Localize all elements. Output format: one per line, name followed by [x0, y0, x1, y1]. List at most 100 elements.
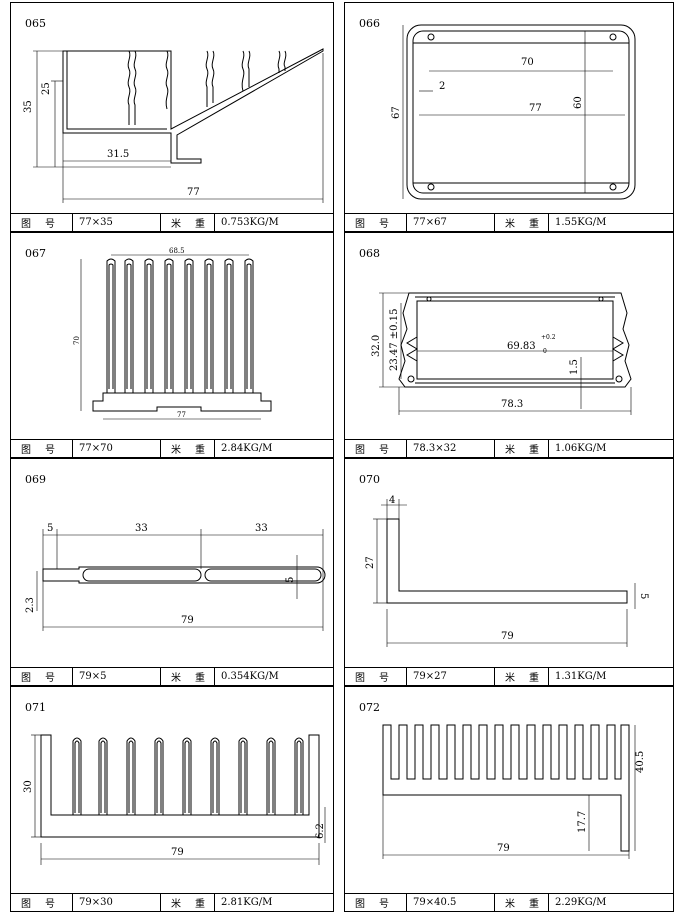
unit-weight-value: 1.06KG/M — [555, 443, 607, 454]
dim-height: 35 — [23, 100, 34, 113]
dim-tol-lower: 0 — [543, 348, 547, 355]
profile-size: 79×27 — [407, 668, 495, 685]
profile-drawing-070 — [373, 499, 636, 647]
unit-weight-label: 米重 — [495, 214, 549, 231]
dim-width: 77 — [187, 187, 200, 198]
profile-number: 071 — [25, 701, 46, 714]
profile-cell-070: 070 4 27 5 79 图号 79×27 米重 1.31KG/M — [344, 458, 674, 686]
profile-number: 068 — [359, 247, 380, 260]
unit-weight-label: 米重 — [161, 214, 215, 231]
dim-height: 32.0 — [371, 335, 382, 357]
drawing-no-label: 图号 — [345, 440, 407, 457]
profile-drawing-068 — [379, 292, 632, 415]
profile-drawing-065 — [33, 48, 324, 203]
profile-info-bar: 图号 79×5 米重 0.354KG/M — [11, 667, 333, 685]
dim-width: 79 — [181, 615, 194, 626]
unit-weight-value: 2.81KG/M — [221, 897, 273, 908]
dim-height: 40.5 — [635, 751, 646, 773]
dimension-labels-070: 4 27 5 79 — [365, 495, 649, 642]
drawing-no-label: 图号 — [345, 894, 407, 911]
profile-number: 065 — [25, 17, 46, 30]
profile-drawing-067 — [80, 254, 272, 420]
profile-info-bar: 图号 78.3×32 米重 1.06KG/M — [345, 439, 673, 457]
unit-weight-label: 米重 — [161, 668, 215, 685]
profile-drawing-072 — [382, 724, 636, 859]
profile-cell-068: 068 32.0 23.47 ±0.15 69.83 +0.2 0 1.5 78… — [344, 232, 674, 458]
profile-number: 070 — [359, 473, 380, 486]
profile-info-bar: 图号 77×70 米重 2.84KG/M — [11, 439, 333, 457]
profile-cell-066: 066 70 2 77 67 60 图号 77×67 米重 1.55KG/M — [344, 2, 674, 232]
unit-weight-label: 米重 — [495, 668, 549, 685]
dim-inner-width: 69.83 — [507, 341, 536, 352]
dim-wall: 1.5 — [569, 359, 580, 375]
dim-width: 78.3 — [501, 399, 523, 410]
drawing-no-label: 图号 — [11, 668, 73, 685]
dim-width: 77 — [529, 103, 542, 114]
profile-cell-069: 069 5 33 33 5 2.3 79 图号 79×5 米重 0.354KG/… — [10, 458, 334, 686]
profile-cell-071: 071 30 6.2 79 图号 79×30 米重 2.81KG/M — [10, 686, 334, 912]
profile-size: 79×5 — [73, 668, 161, 685]
drawing-no-label: 图号 — [11, 894, 73, 911]
profile-number: 072 — [359, 701, 380, 714]
dim-end-width: 5 — [47, 523, 53, 534]
dim-width: 79 — [171, 847, 184, 858]
profile-size: 78.3×32 — [407, 440, 495, 457]
dimension-labels-066: 70 2 77 67 60 — [391, 57, 584, 119]
profile-info-bar: 图号 79×40.5 米重 2.29KG/M — [345, 893, 673, 911]
profile-number: 069 — [25, 473, 46, 486]
dim-fin-span: 68.5 — [169, 247, 185, 255]
unit-weight-label: 米重 — [495, 894, 549, 911]
dim-height: 70 — [73, 336, 81, 345]
dim-tol-upper: +0.2 — [541, 334, 556, 341]
profile-size: 77×70 — [73, 440, 161, 457]
profile-info-bar: 图号 77×35 米重 0.753KG/M — [11, 213, 333, 231]
dimension-labels-065: 35 25 31.5 77 — [23, 82, 200, 198]
profile-cell-067: 067 68.5 70 77 图号 77×70 米重 2.84KG/M — [10, 232, 334, 458]
dim-height: 67 — [391, 106, 402, 119]
dimension-labels-069: 5 33 33 5 2.3 79 — [25, 523, 296, 626]
dimension-labels-068: 32.0 23.47 ±0.15 69.83 +0.2 0 1.5 78.3 — [371, 309, 580, 410]
dim-wall: 4 — [389, 495, 395, 506]
dim-inner-height: 25 — [41, 82, 52, 95]
dim-height: 5 — [285, 577, 296, 583]
dim-inner-height: 60 — [573, 96, 584, 109]
dimension-labels-072: 40.5 17.7 79 — [497, 751, 646, 854]
dim-height: 30 — [23, 780, 34, 793]
dim-inner-height: 23.47 ±0.15 — [389, 309, 400, 371]
dimension-labels-071: 30 6.2 79 — [23, 780, 326, 858]
dim-base: 5 — [638, 593, 649, 599]
dim-base: 6.2 — [315, 823, 326, 839]
profile-size: 79×30 — [73, 894, 161, 911]
dim-chamber-1: 33 — [135, 523, 148, 534]
profile-cell-072: 072 40.5 17.7 79 图号 79×40.5 米重 2.29KG/M — [344, 686, 674, 912]
profile-cell-065: 065 35 25 31.5 77 图号 77×35 米重 0.753KG/M — [10, 2, 334, 232]
profile-number: 067 — [25, 247, 46, 260]
profile-info-bar: 图号 77×67 米重 1.55KG/M — [345, 213, 673, 231]
unit-weight-value: 1.31KG/M — [555, 671, 607, 682]
unit-weight-value: 1.55KG/M — [555, 217, 607, 228]
dim-height: 27 — [365, 556, 376, 569]
drawing-no-label: 图号 — [11, 214, 73, 231]
dimension-labels-067: 68.5 70 77 — [73, 247, 186, 419]
dim-width: 77 — [177, 411, 186, 419]
dim-leg: 17.7 — [577, 811, 588, 833]
profile-size: 79×40.5 — [407, 894, 495, 911]
unit-weight-value: 0.354KG/M — [221, 671, 279, 682]
dim-width: 79 — [497, 843, 510, 854]
drawing-no-label: 图号 — [11, 440, 73, 457]
unit-weight-label: 米重 — [161, 440, 215, 457]
profile-drawing-066 — [402, 24, 636, 200]
dim-tab: 2.3 — [25, 597, 36, 613]
profile-info-bar: 图号 79×27 米重 1.31KG/M — [345, 667, 673, 685]
dim-inner-width: 70 — [521, 57, 534, 68]
profile-info-bar: 图号 79×30 米重 2.81KG/M — [11, 893, 333, 911]
unit-weight-label: 米重 — [161, 894, 215, 911]
unit-weight-value: 2.84KG/M — [221, 443, 273, 454]
profile-size: 77×67 — [407, 214, 495, 231]
profile-drawing-071 — [31, 734, 326, 865]
drawing-no-label: 图号 — [345, 214, 407, 231]
dim-chamber-2: 33 — [255, 523, 268, 534]
unit-weight-value: 0.753KG/M — [221, 217, 279, 228]
dim-base: 31.5 — [107, 149, 129, 160]
